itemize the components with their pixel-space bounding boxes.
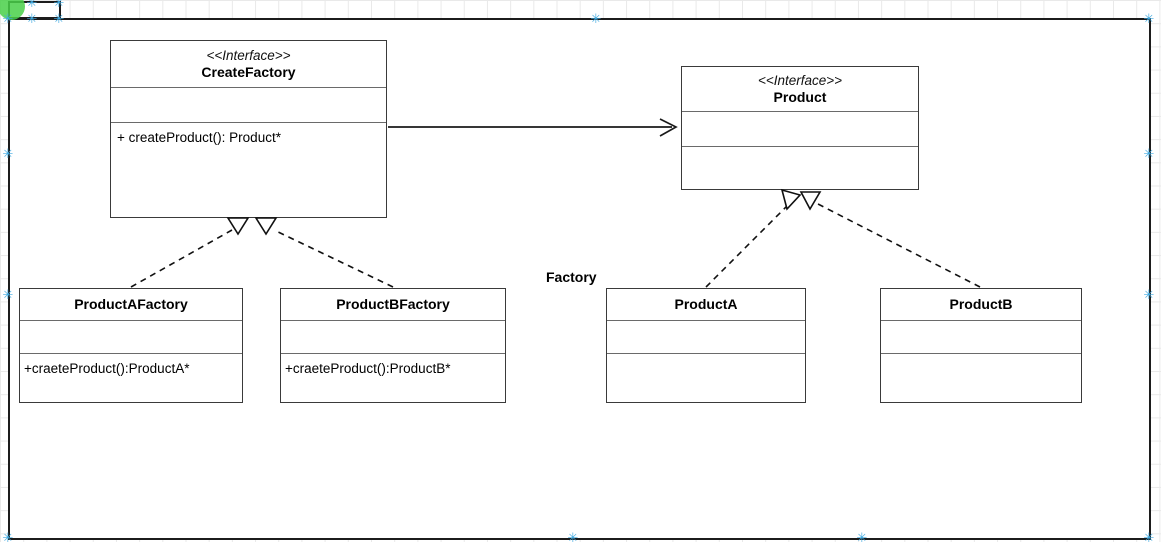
resize-handle[interactable]: ✳ xyxy=(856,530,868,546)
class-attributes-compartment xyxy=(607,321,805,354)
class-attributes-compartment xyxy=(682,112,918,147)
resize-handle[interactable]: ✳ xyxy=(590,11,602,27)
class-header: ProductA xyxy=(607,289,805,321)
factory-text-label: Factory xyxy=(546,269,597,285)
class-header: <<Interface>> Product xyxy=(682,67,918,112)
class-name-label: ProductB xyxy=(949,296,1013,312)
operation-label: +craeteProduct():ProductA* xyxy=(24,361,190,376)
resize-handle[interactable]: ✳ xyxy=(1143,11,1155,27)
class-name-label: ProductBFactory xyxy=(336,296,450,312)
class-operations-compartment xyxy=(607,354,805,402)
class-operations-compartment: +craeteProduct():ProductA* xyxy=(20,354,242,402)
resize-handle[interactable]: ✳ xyxy=(1143,287,1155,303)
uml-class-productb[interactable]: ProductB xyxy=(880,288,1082,403)
class-operations-compartment xyxy=(881,354,1081,402)
resize-handle[interactable]: ✳ xyxy=(53,0,65,11)
resize-handle[interactable]: ✳ xyxy=(26,0,38,11)
operation-label: + createProduct(): Product* xyxy=(117,130,281,145)
uml-class-productafactory[interactable]: ProductAFactory +craeteProduct():Product… xyxy=(19,288,243,403)
stereotype-label: <<Interface>> xyxy=(206,47,291,63)
uml-class-createfactory[interactable]: <<Interface>> CreateFactory + createProd… xyxy=(110,40,387,218)
class-name-label: Product xyxy=(773,88,827,105)
class-name-label: ProductA xyxy=(674,296,738,312)
class-header: ProductAFactory xyxy=(20,289,242,321)
uml-class-productbfactory[interactable]: ProductBFactory +craeteProduct():Product… xyxy=(280,288,506,403)
class-name-label: CreateFactory xyxy=(201,63,296,80)
class-attributes-compartment xyxy=(20,321,242,354)
resize-handle[interactable]: ✳ xyxy=(2,287,14,303)
resize-handle[interactable]: ✳ xyxy=(2,11,14,27)
class-header: <<Interface>> CreateFactory xyxy=(111,41,386,88)
class-attributes-compartment xyxy=(111,88,386,123)
uml-class-producta[interactable]: ProductA xyxy=(606,288,806,403)
class-name-label: ProductAFactory xyxy=(74,296,188,312)
class-operations-compartment xyxy=(682,147,918,189)
class-operations-compartment: +craeteProduct():ProductB* xyxy=(281,354,505,402)
class-header: ProductB xyxy=(881,289,1081,321)
resize-handle[interactable]: ✳ xyxy=(2,146,14,162)
resize-handle[interactable]: ✳ xyxy=(53,11,65,27)
stereotype-label: <<Interface>> xyxy=(757,72,843,88)
resize-handle[interactable]: ✳ xyxy=(1143,146,1155,162)
rotate-handle-green-icon[interactable] xyxy=(0,0,25,20)
resize-handle[interactable]: ✳ xyxy=(567,530,579,546)
operation-label: +craeteProduct():ProductB* xyxy=(285,361,451,376)
uml-class-product[interactable]: <<Interface>> Product xyxy=(681,66,919,190)
class-attributes-compartment xyxy=(281,321,505,354)
class-attributes-compartment xyxy=(881,321,1081,354)
resize-handle[interactable]: ✳ xyxy=(26,11,38,27)
resize-handle[interactable]: ✳ xyxy=(1143,530,1155,546)
resize-handle[interactable]: ✳ xyxy=(2,530,14,546)
class-operations-compartment: + createProduct(): Product* xyxy=(111,123,386,217)
class-header: ProductBFactory xyxy=(281,289,505,321)
